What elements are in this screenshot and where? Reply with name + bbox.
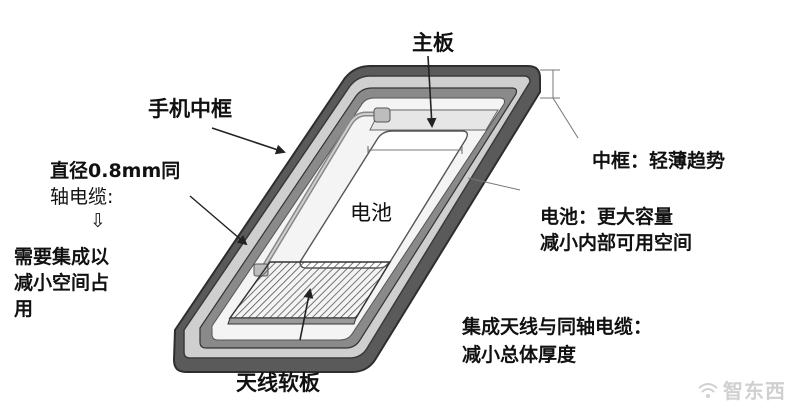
label-frame-trend: 中框：轻薄趋势 — [592, 150, 726, 172]
down-arrow-icon: ⇩ — [90, 210, 106, 232]
leader-main-board — [426, 55, 437, 128]
watermark-text: 智东西 — [723, 379, 786, 403]
label-need-line1: 需要集成以 — [14, 246, 110, 268]
watermark-logo: 智东西 — [697, 375, 786, 404]
label-need-line2: 减小空间占 — [14, 272, 110, 294]
leader-antenna — [299, 288, 314, 341]
label-antenna-flex: 天线软板 — [236, 371, 320, 395]
label-main-board: 主板 — [412, 31, 454, 55]
leader-battery — [467, 177, 521, 191]
frame-thickness-dimension — [540, 69, 579, 139]
label-battery-note1: 电池：更大容量 — [540, 206, 674, 228]
leader-coax — [189, 195, 248, 246]
label-coax-line1: 直径0.8mm同 — [50, 160, 181, 182]
label-integrate-line1: 集成天线与同轴电缆： — [462, 316, 653, 338]
label-integrate-line2: 减小总体厚度 — [462, 344, 577, 366]
label-coax-line2: 轴电缆: — [50, 186, 114, 208]
label-battery-note2: 减小内部可用空间 — [540, 232, 693, 254]
wifi-signal-icon — [698, 382, 718, 398]
coax-connector-top — [373, 107, 391, 123]
coax-cable-core — [261, 113, 381, 271]
label-phone-frame: 手机中框 — [148, 97, 232, 121]
label-need-line3: 用 — [14, 298, 34, 320]
label-battery: 电池 — [350, 201, 392, 225]
antenna-flex-edge — [227, 317, 357, 325]
leader-phone-frame — [211, 127, 286, 155]
